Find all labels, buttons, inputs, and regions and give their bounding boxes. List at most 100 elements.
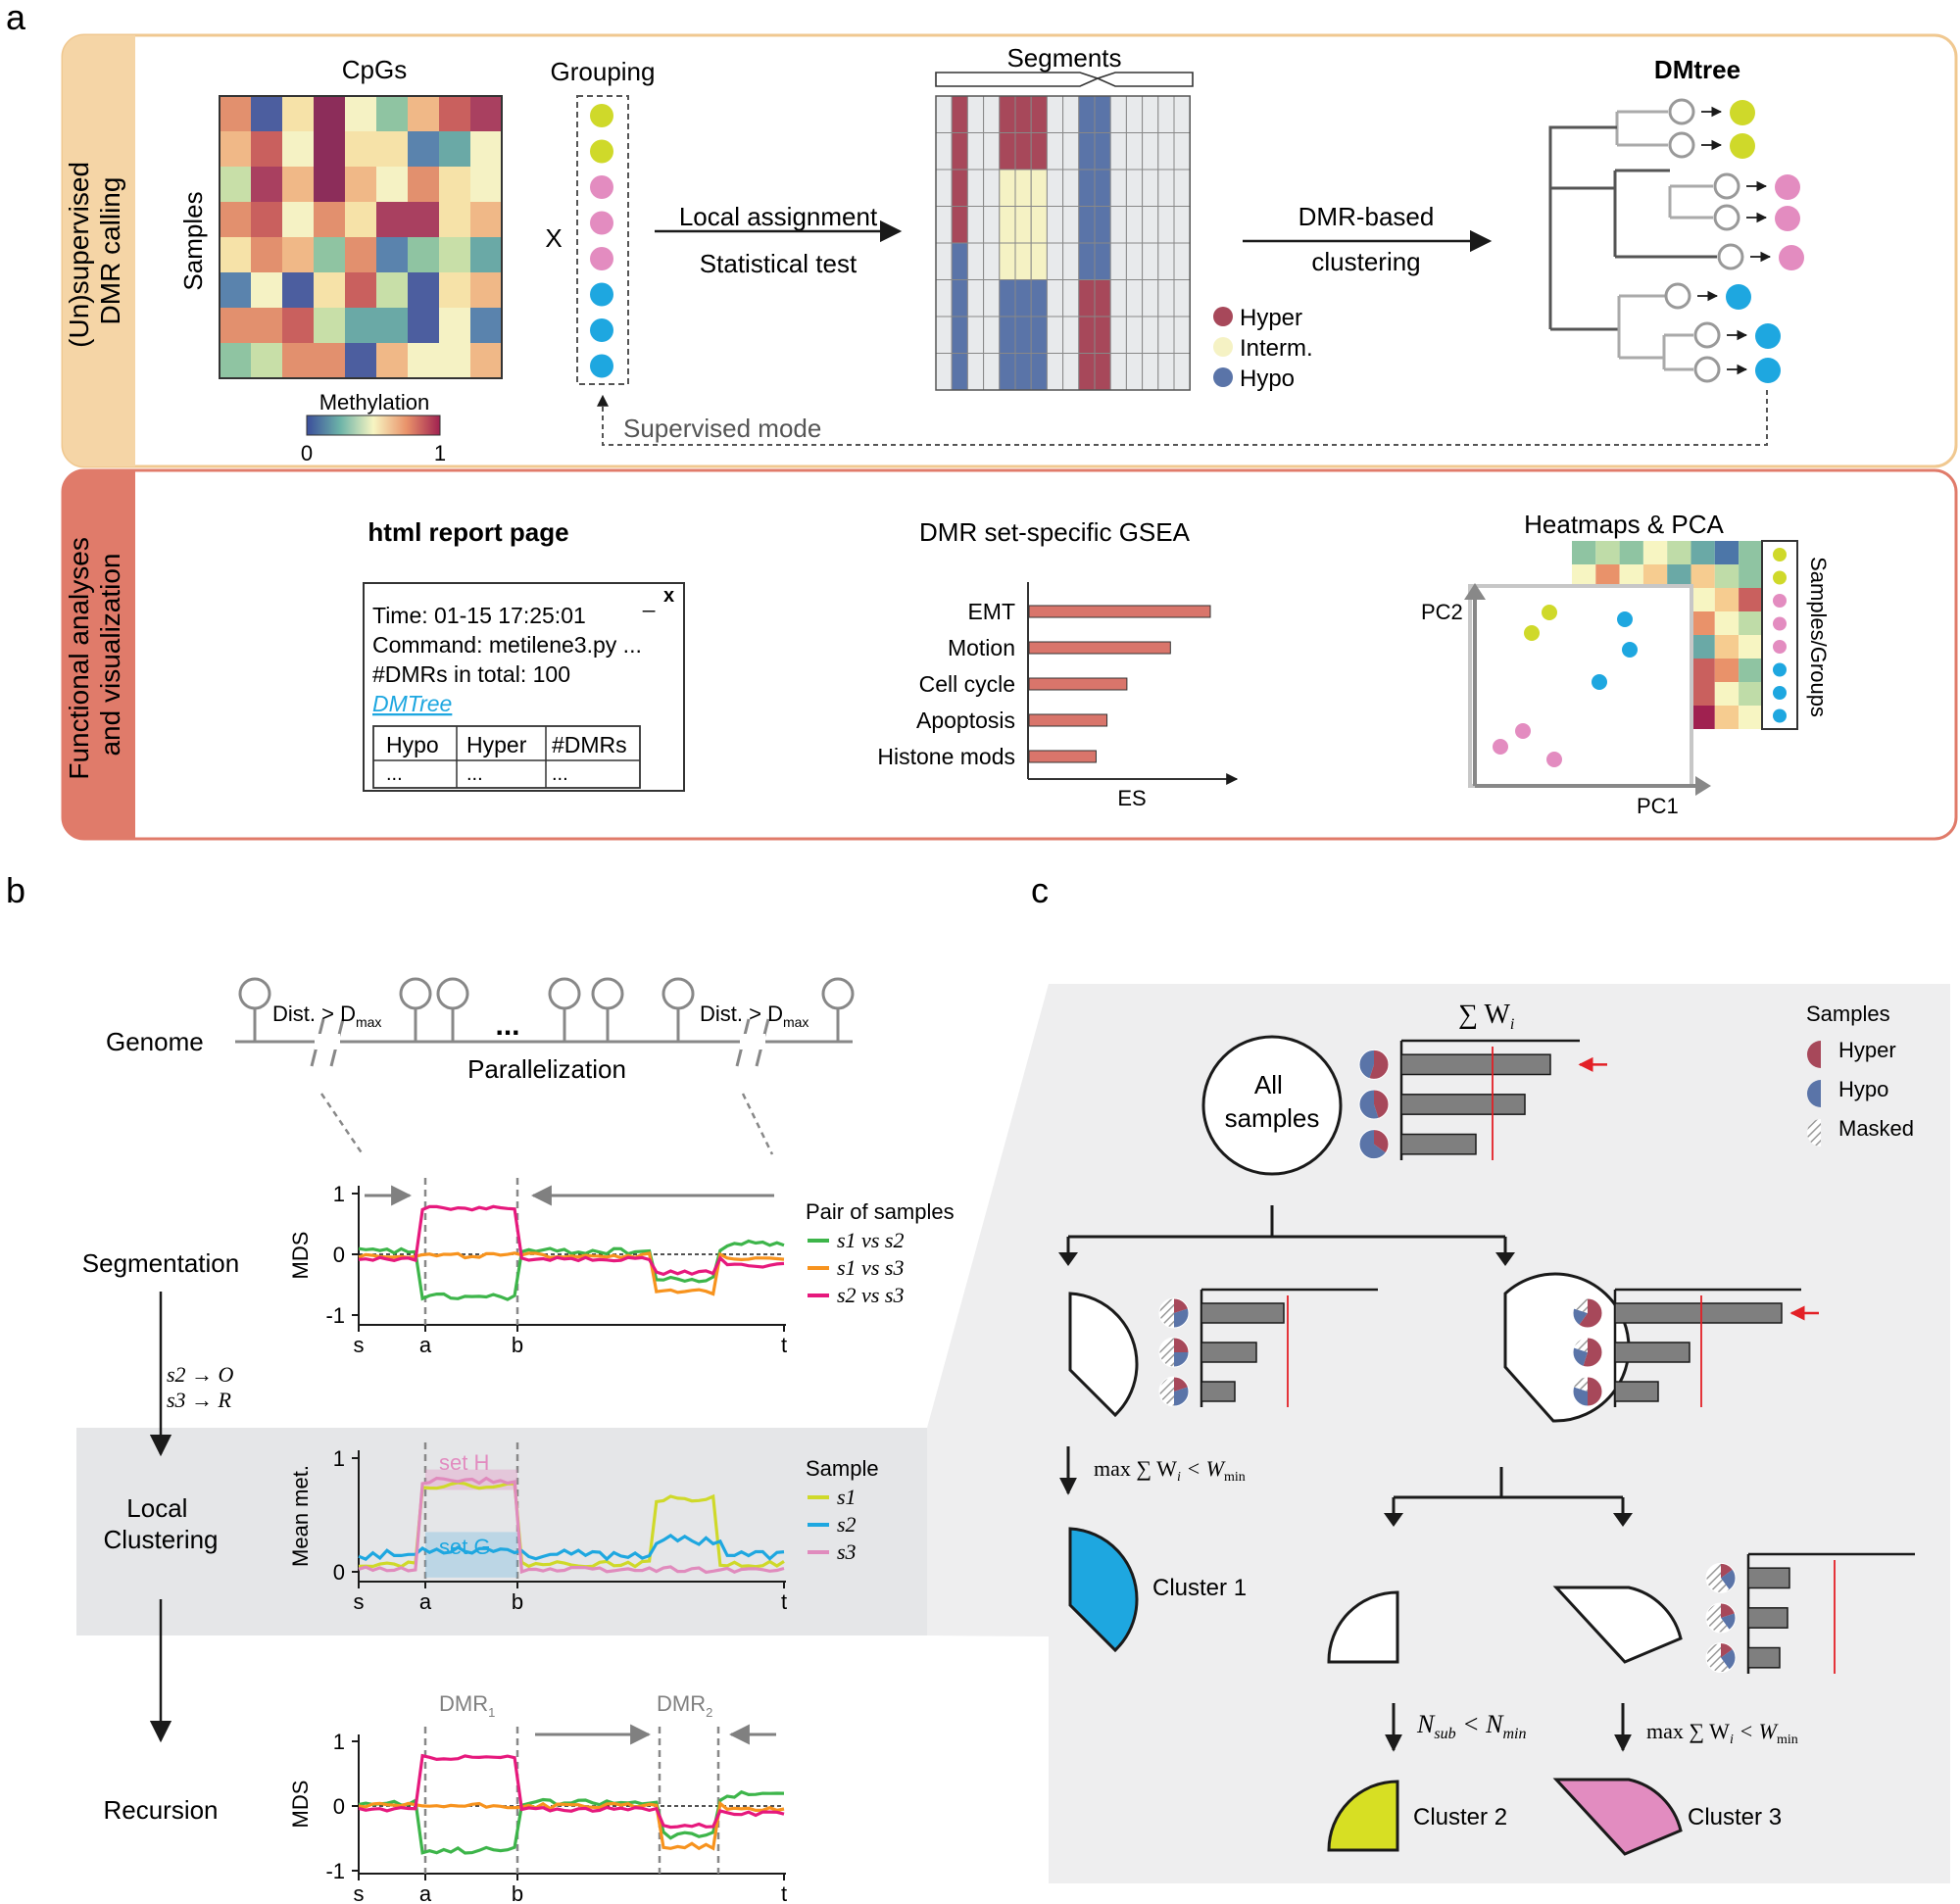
methylation-cell	[282, 343, 314, 378]
methylation-cell	[282, 272, 314, 308]
heatmap-cell	[1690, 659, 1715, 682]
clustering-label: clustering	[1311, 247, 1420, 276]
group-dot	[590, 211, 613, 235]
gsea-title: DMR set-specific GSEA	[919, 517, 1191, 547]
methylation-cell	[251, 96, 282, 131]
methylation-cell	[470, 272, 502, 308]
segment-cell	[983, 353, 1001, 391]
methylation-cell	[345, 96, 376, 131]
gsea-bar	[1028, 641, 1171, 655]
segment-cell	[1062, 95, 1080, 133]
supervised-mode-label: Supervised mode	[623, 414, 821, 443]
segment-cell	[1173, 279, 1191, 317]
segment-cell	[1094, 279, 1111, 317]
window-minimize-icon[interactable]: _	[642, 588, 656, 612]
methylation-cell	[439, 131, 470, 167]
segment-cell	[999, 353, 1016, 391]
cpgs-label: CpGs	[342, 55, 407, 84]
grouping-box	[576, 95, 629, 385]
statistical-test-label: Statistical test	[700, 249, 858, 278]
segment-cell	[1142, 242, 1159, 280]
group-dot	[590, 104, 613, 127]
segment-cell	[983, 206, 1001, 244]
segment-cell	[1157, 132, 1175, 171]
window-close-icon[interactable]: x	[663, 585, 674, 607]
pairs-legend-title: Pair of samples	[806, 1199, 955, 1224]
pca-point	[1546, 752, 1562, 767]
cluster-1-label: Cluster 1	[1152, 1575, 1247, 1601]
heatmap-cell	[1714, 635, 1740, 659]
tree-node	[1664, 282, 1691, 310]
sample-pie-slice	[1579, 1298, 1602, 1328]
table-cell-dmrs: ...	[552, 763, 568, 785]
methylation-cell	[345, 167, 376, 202]
cpg-site-icon	[399, 977, 432, 1010]
heatmap-cell	[1714, 682, 1740, 706]
functional-analysis-section: Functional analyses and visualization ht…	[61, 468, 1958, 841]
sample-group-dot	[1773, 616, 1787, 631]
report-window: _ x Time: 01-15 17:25:01 Command: metile…	[363, 582, 685, 792]
segment-cell	[966, 169, 985, 207]
sample-pie	[1572, 1297, 1603, 1329]
methylation-cell	[408, 167, 439, 202]
reassign-text: s2 → O s3 → R	[167, 1362, 239, 1412]
methylation-cell	[345, 272, 376, 308]
segment-grid-border	[935, 95, 1191, 391]
cpg-site-icon	[548, 977, 581, 1010]
heatmap-pca-title: Heatmaps & PCA	[1524, 510, 1724, 539]
x-tick-label: t	[781, 1881, 787, 1904]
dmr2-subscript: 2	[706, 1705, 712, 1720]
sample-legend-title: Sample	[806, 1456, 879, 1481]
scale-min: 0	[301, 441, 313, 465]
y-tick-label: 1	[333, 1730, 345, 1754]
segment-cell	[1078, 132, 1096, 171]
methylation-cell	[376, 202, 408, 237]
all-samples-label: All samples	[1225, 1070, 1320, 1133]
segment-cell	[1062, 316, 1080, 354]
segment-cell	[999, 242, 1016, 280]
methylation-cell	[439, 167, 470, 202]
pair-label-2: s1 vs s3	[837, 1255, 904, 1280]
segment-cell	[1094, 316, 1111, 354]
segment-cell	[935, 206, 953, 244]
pca-points	[1493, 605, 1638, 767]
segment-cell	[1109, 169, 1127, 207]
methylation-cell	[220, 272, 251, 308]
heatmap-cell	[1690, 541, 1715, 564]
sample-pie-slice	[1159, 1298, 1174, 1328]
heatmap-cell	[1642, 541, 1668, 564]
legend-hypo-dot	[1213, 367, 1233, 387]
methylation-cell	[345, 202, 376, 237]
group-dot	[590, 139, 613, 164]
group-dot	[590, 318, 613, 342]
dmtree-construction: All samples ∑ Wi Samples Hyper Hypo Mask…	[1058, 1000, 1915, 1856]
gsea-x-label: ES	[1117, 786, 1146, 810]
table-cell-hyper: ...	[466, 763, 483, 785]
segment-cell	[999, 169, 1016, 207]
sample-label-1: s1	[837, 1485, 857, 1509]
genome-label: Genome	[106, 1027, 204, 1056]
y-axis-label: Mean met.	[288, 1465, 313, 1567]
legend-interm-label: Interm.	[1240, 335, 1313, 362]
segment-cell	[983, 316, 1001, 354]
gsea-category-label: EMT	[967, 599, 1015, 624]
segment-cell	[1030, 279, 1048, 317]
sample-pie-slice	[1573, 1387, 1588, 1407]
gsea-category-label: Cell cycle	[919, 671, 1015, 697]
sample-pie-slice	[1174, 1298, 1189, 1313]
segment-cell	[1125, 169, 1144, 207]
methylation-cell	[376, 272, 408, 308]
weight-bar	[1200, 1342, 1257, 1363]
series-line	[358, 1789, 785, 1855]
legend-masked-icon	[1807, 1119, 1821, 1147]
segment-cell	[1157, 316, 1175, 354]
report-dmtree-link[interactable]: DMTree	[372, 691, 452, 716]
dmtree-title: DMtree	[1654, 55, 1740, 84]
sample-pie	[1358, 1129, 1390, 1160]
group-dot	[590, 247, 613, 270]
segment-cell	[1094, 169, 1111, 207]
heatmap-cell	[1714, 588, 1740, 611]
methylation-cell	[220, 131, 251, 167]
segments-label: Segments	[1006, 43, 1121, 73]
